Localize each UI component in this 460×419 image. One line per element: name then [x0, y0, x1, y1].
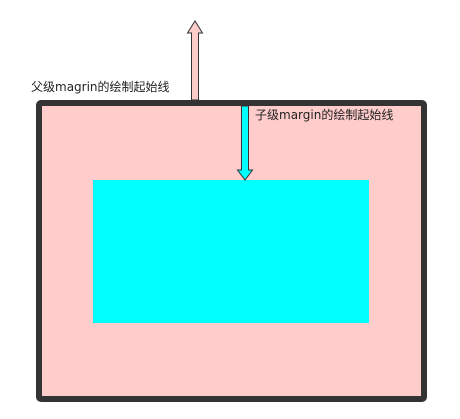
parent-margin-up-arrow: [186, 20, 204, 101]
parent-margin-label: 父级magrin的绘制起始线: [31, 80, 170, 94]
child-box: [93, 180, 369, 323]
child-margin-down-arrow: [236, 105, 254, 181]
child-margin-label: 子级margin的绘制起始线: [255, 108, 394, 122]
